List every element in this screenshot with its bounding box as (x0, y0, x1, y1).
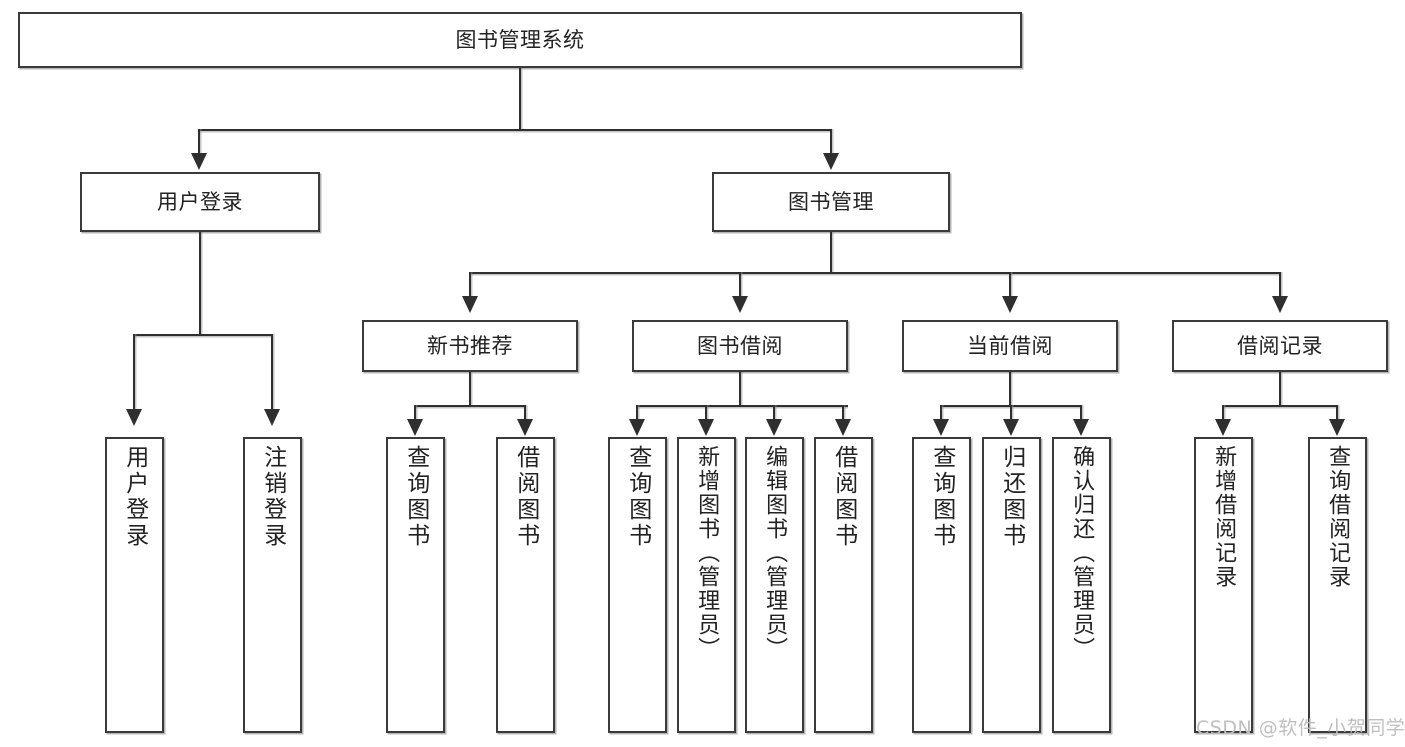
leaf-borrow-borrow-book[interactable]: 借阅图书 (814, 437, 873, 733)
leaf-logout[interactable]: 注销登录 (243, 437, 302, 733)
leaf-record-add-record[interactable]: 新增借阅记录 (1194, 437, 1253, 733)
connector-bookborrow-drop-4 (842, 405, 844, 421)
connector-currentborrow-drop-1 (940, 405, 942, 421)
node-label: 用户登录 (157, 189, 243, 214)
connector-root-to-bookmgmt (830, 129, 832, 155)
leaf-current-confirm-return-admin[interactable]: 确认归还（管理员） (1052, 437, 1111, 733)
connector-userlogin-bus (133, 334, 273, 336)
node-label: 图书管理 (788, 189, 874, 214)
connector-bookmgmt-drop-4 (1279, 272, 1281, 298)
leaf-current-return-book[interactable]: 归还图书 (982, 437, 1041, 733)
connector-userlogin-drop-2 (271, 334, 273, 411)
arrow-newbook-leaf-2 (517, 419, 533, 436)
node-new-book-recommend[interactable]: 新书推荐 (362, 320, 578, 372)
connector-root-to-userlogin (198, 129, 200, 155)
arrow-currentborrow-leaf-3 (1073, 419, 1089, 436)
connector-borrowrecord-stem (1279, 372, 1281, 407)
leaf-user-login[interactable]: 用户登录 (105, 437, 164, 733)
arrow-userlogin-leaf-2 (264, 409, 280, 426)
connector-bookborrow-stem (739, 372, 741, 407)
csdn-watermark: CSDN @软件_小贺同学 (1196, 717, 1405, 739)
leaf-recommend-query-book[interactable]: 查询图书 (386, 437, 445, 733)
arrow-root-to-bookmgmt (823, 153, 839, 170)
arrow-currentborrow-leaf-1 (933, 419, 949, 436)
node-label: 归还图书 (998, 445, 1025, 549)
node-book-borrow[interactable]: 图书借阅 (632, 320, 848, 372)
connector-newbook-drop-2 (524, 405, 526, 421)
leaf-borrow-edit-book-admin[interactable]: 编辑图书（管理员） (745, 437, 804, 733)
node-label: 查询图书 (928, 445, 955, 549)
connector-bookborrow-drop-3 (773, 405, 775, 421)
connector-userlogin-stem (199, 232, 201, 335)
arrow-bookmgmt-to-borrow (732, 296, 748, 313)
node-label: 查询借阅记录 (1325, 445, 1351, 589)
connector-borrowrecord-drop-2 (1336, 405, 1338, 421)
arrow-currentborrow-leaf-2 (1003, 419, 1019, 436)
leaf-current-query-book[interactable]: 查询图书 (912, 437, 971, 733)
node-label: 新书推荐 (427, 333, 513, 358)
arrow-userlogin-leaf-1 (126, 409, 142, 426)
node-label: 图书管理系统 (455, 27, 585, 52)
node-label: 查询图书 (624, 445, 651, 549)
arrow-bookborrow-leaf-3 (766, 419, 782, 436)
node-label: 查询图书 (402, 445, 429, 549)
node-current-borrow[interactable]: 当前借阅 (902, 320, 1118, 372)
connector-newbook-stem (469, 372, 471, 407)
connector-bookmgmt-drop-3 (1009, 272, 1011, 298)
connector-bookborrow-bus (636, 405, 848, 407)
arrow-bookmgmt-to-newbook (462, 296, 478, 313)
node-root-system[interactable]: 图书管理系统 (18, 12, 1022, 68)
connector-root-bus (198, 129, 831, 131)
connector-bookmgmt-drop-1 (469, 272, 471, 298)
arrow-root-to-userlogin (191, 153, 207, 170)
connector-userlogin-drop-1 (133, 334, 135, 411)
connector-borrowrecord-bus (1222, 405, 1338, 407)
leaf-record-query-record[interactable]: 查询借阅记录 (1308, 437, 1367, 733)
connector-newbook-drop-1 (414, 405, 416, 421)
connector-bookborrow-drop-2 (705, 405, 707, 421)
node-borrow-record[interactable]: 借阅记录 (1172, 320, 1388, 372)
node-label: 注销登录 (259, 445, 286, 549)
arrow-bookborrow-leaf-4 (835, 419, 851, 436)
connector-bookmgmt-bus (469, 272, 1281, 274)
node-label: 编辑图书（管理员） (762, 445, 788, 661)
node-label: 确认归还（管理员） (1069, 445, 1095, 661)
arrow-bookborrow-leaf-1 (629, 419, 645, 436)
node-label: 当前借阅 (967, 333, 1053, 358)
node-label: 图书借阅 (697, 333, 783, 358)
connector-bookmgmt-drop-2 (739, 272, 741, 298)
connector-currentborrow-drop-2 (1010, 405, 1012, 421)
node-label: 借阅图书 (512, 445, 539, 549)
node-label: 借阅记录 (1237, 333, 1323, 358)
connector-bookborrow-drop-1 (636, 405, 638, 421)
node-label: 新增借阅记录 (1211, 445, 1237, 589)
connector-root-stem (519, 68, 521, 130)
leaf-borrow-add-book-admin[interactable]: 新增图书（管理员） (677, 437, 736, 733)
leaf-borrow-query-book[interactable]: 查询图书 (608, 437, 667, 733)
arrow-bookborrow-leaf-2 (698, 419, 714, 436)
node-book-management[interactable]: 图书管理 (712, 172, 950, 232)
connector-borrowrecord-drop-1 (1222, 405, 1224, 421)
arrow-borrowrecord-leaf-1 (1215, 419, 1231, 436)
connector-currentborrow-stem (1009, 372, 1011, 407)
connector-currentborrow-drop-3 (1080, 405, 1082, 421)
node-user-login[interactable]: 用户登录 (80, 172, 320, 232)
node-label: 用户登录 (121, 445, 148, 549)
arrow-newbook-leaf-1 (407, 419, 423, 436)
leaf-recommend-borrow-book[interactable]: 借阅图书 (496, 437, 555, 733)
node-label: 借阅图书 (830, 445, 857, 549)
arrow-bookmgmt-to-current (1002, 296, 1018, 313)
arrow-bookmgmt-to-record (1272, 296, 1288, 313)
connector-newbook-bus (414, 405, 526, 407)
arrow-borrowrecord-leaf-2 (1329, 419, 1345, 436)
node-label: 新增图书（管理员） (694, 445, 720, 661)
connector-bookmgmt-stem (830, 232, 832, 274)
